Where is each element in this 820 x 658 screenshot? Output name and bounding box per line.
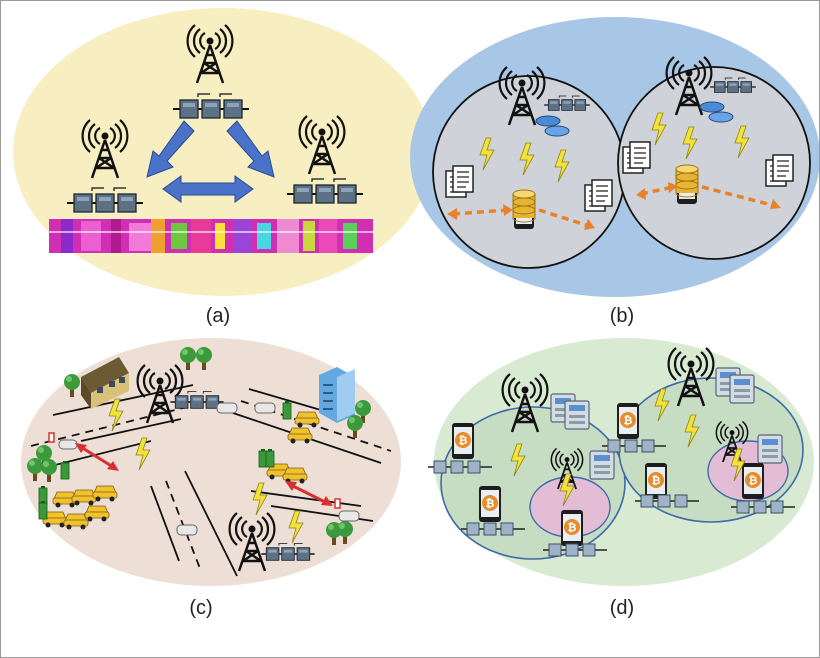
device-b4 [765, 154, 794, 187]
caption-c: (c) [189, 597, 213, 619]
caption-a: (a) [205, 305, 231, 327]
device-b3 [622, 141, 651, 174]
server-d3 [589, 450, 615, 480]
red-arrows [75, 443, 333, 506]
panel-c [21, 338, 401, 586]
double-arrow-right [226, 120, 275, 178]
caption-d: (d) [609, 597, 635, 619]
device-b2 [584, 179, 613, 212]
caption-b: (b) [609, 305, 635, 327]
cluster-right [617, 66, 811, 260]
roads [30, 384, 382, 577]
double-arrow-bottom [162, 175, 254, 203]
server-d4 [757, 434, 783, 464]
device-b1 [445, 165, 474, 198]
panel-d [428, 338, 814, 586]
double-arrow-left [146, 120, 195, 178]
cars [58, 402, 360, 536]
server-b-right [699, 101, 734, 123]
server-b-left [535, 115, 570, 137]
link-b-arrowheads [447, 182, 781, 230]
building-right [319, 367, 355, 423]
link-b-orange [452, 185, 777, 228]
panel-a [13, 8, 433, 296]
spectrum-strip [49, 219, 373, 253]
panel-b [410, 17, 819, 297]
building-left [81, 357, 129, 409]
red-device-markers [48, 432, 341, 509]
phone-db-b-right [675, 164, 699, 204]
phone-db-b-left [512, 189, 536, 229]
